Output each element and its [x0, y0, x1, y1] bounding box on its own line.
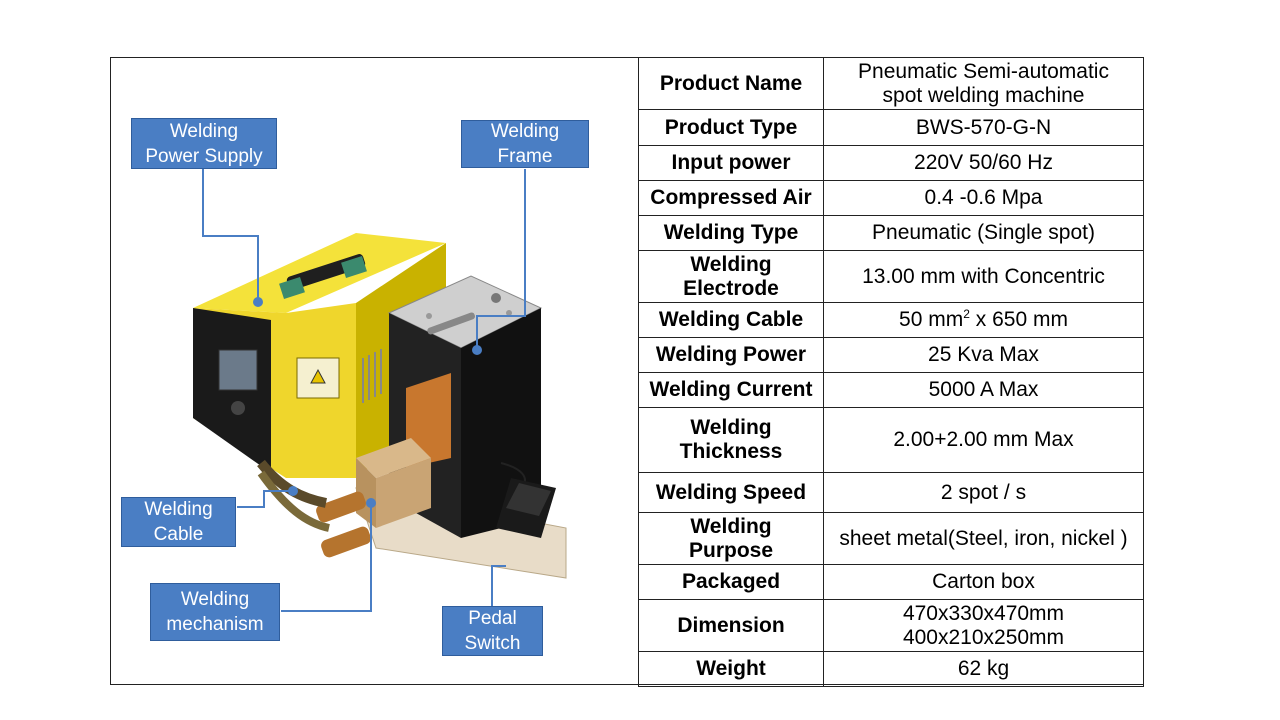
- table-row: Welding Thickness 2.00+2.00 mm Max: [638, 407, 1144, 473]
- table-row: Welding Electrode 13.00 mm with Concentr…: [638, 250, 1144, 303]
- spec-value: Carton box: [823, 564, 1144, 600]
- table-row: Packaged Carton box: [638, 564, 1144, 600]
- spec-label: Input power: [638, 145, 824, 181]
- table-row: Product Name Pneumatic Semi-automatic sp…: [638, 57, 1144, 110]
- spec-value: 50 mm2 x 650 mm: [823, 302, 1144, 338]
- table-row: Input power 220V 50/60 Hz: [638, 145, 1144, 181]
- spec-value: 5000 A Max: [823, 372, 1144, 408]
- table-row: Welding Cable 50 mm2 x 650 mm: [638, 302, 1144, 338]
- spec-value: 62 kg: [823, 651, 1144, 687]
- spec-value: sheet metal(Steel, iron, nickel ): [823, 512, 1144, 565]
- spec-label: Compressed Air: [638, 180, 824, 216]
- spec-label: Weight: [638, 651, 824, 687]
- spec-label: Welding Purpose: [638, 512, 824, 565]
- spec-value: 13.00 mm with Concentric: [823, 250, 1144, 303]
- spec-value: 0.4 -0.6 Mpa: [823, 180, 1144, 216]
- spec-label: Welding Power: [638, 337, 824, 373]
- spec-label: Welding Current: [638, 372, 824, 408]
- product-photo-panel: [111, 58, 639, 684]
- table-row: Welding Power 25 Kva Max: [638, 337, 1144, 373]
- spec-label: Dimension: [638, 599, 824, 652]
- table-row: Weight 62 kg: [638, 651, 1144, 687]
- table-row: Compressed Air 0.4 -0.6 Mpa: [638, 180, 1144, 216]
- spec-label: Welding Speed: [638, 472, 824, 513]
- spec-value: Pneumatic Semi-automatic spot welding ma…: [823, 57, 1144, 110]
- table-row: Welding Speed 2 spot / s: [638, 472, 1144, 513]
- spec-label: Welding Cable: [638, 302, 824, 338]
- spec-sheet-frame: [110, 57, 1144, 685]
- spec-value: 220V 50/60 Hz: [823, 145, 1144, 181]
- spec-label: Welding Thickness: [638, 407, 824, 473]
- spec-value: Pneumatic (Single spot): [823, 215, 1144, 251]
- table-row: Welding Type Pneumatic (Single spot): [638, 215, 1144, 251]
- spec-label: Welding Electrode: [638, 250, 824, 303]
- table-row: Welding Purpose sheet metal(Steel, iron,…: [638, 512, 1144, 565]
- spec-label: Product Type: [638, 109, 824, 146]
- welding-machine-illustration: [193, 169, 567, 612]
- spec-value: BWS-570-G-N: [823, 109, 1144, 146]
- spec-value: 2.00+2.00 mm Max: [823, 407, 1144, 473]
- spec-label: Packaged: [638, 564, 824, 600]
- spec-table: Product Name Pneumatic Semi-automatic sp…: [638, 57, 1144, 687]
- table-row: Product Type BWS-570-G-N: [638, 109, 1144, 146]
- spec-label: Welding Type: [638, 215, 824, 251]
- spec-value: 2 spot / s: [823, 472, 1144, 513]
- table-row: Welding Current 5000 A Max: [638, 372, 1144, 408]
- spec-label: Product Name: [638, 57, 824, 110]
- spec-value: 25 Kva Max: [823, 337, 1144, 373]
